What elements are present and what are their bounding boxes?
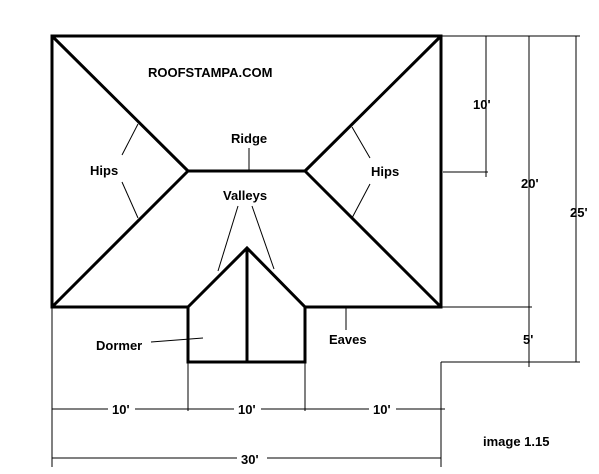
site-title: ROOFSTAMPA.COM bbox=[148, 65, 272, 80]
hips-right-leader-bottom bbox=[351, 183, 371, 219]
dim-label-10-bottom-left: 10' bbox=[112, 402, 130, 417]
main-roof-outline bbox=[50, 34, 443, 309]
caption: image 1.15 bbox=[483, 434, 550, 449]
dim-label-bg-total bbox=[237, 450, 267, 466]
label-ridge: Ridge bbox=[231, 131, 267, 146]
dim-label-bg-mid bbox=[234, 401, 261, 417]
label-valleys: Valleys bbox=[223, 188, 267, 203]
hip-line-top-right bbox=[303, 34, 443, 173]
label-eaves: Eaves bbox=[329, 332, 367, 347]
hip-line-bottom-right bbox=[303, 169, 443, 309]
dormer-leader bbox=[150, 337, 204, 343]
hips-left-leader-top bbox=[121, 123, 139, 156]
dormer-outline bbox=[186, 245, 307, 364]
dim-label-bg-left bbox=[108, 401, 135, 417]
dim-label-20: 20' bbox=[521, 176, 539, 191]
hip-line-bottom-left bbox=[50, 169, 190, 309]
dim-label-10-bottom-mid: 10' bbox=[238, 402, 256, 417]
dim-label-bg-right bbox=[369, 401, 396, 417]
label-dormer: Dormer bbox=[96, 338, 142, 353]
hips-left-leader-bottom bbox=[121, 181, 139, 219]
label-hips-right: Hips bbox=[371, 164, 399, 179]
dim-label-10-right: 10' bbox=[473, 97, 491, 112]
dim-label-10-bottom-right: 10' bbox=[373, 402, 391, 417]
valleys-leader-right bbox=[251, 205, 275, 270]
dim-label-25: 25' bbox=[570, 205, 588, 220]
hips-right-leader-top bbox=[351, 126, 371, 159]
label-hips-left: Hips bbox=[90, 163, 118, 178]
dim-label-30: 30' bbox=[241, 452, 259, 467]
dim-label-5: 5' bbox=[523, 332, 533, 347]
valleys-leader-left bbox=[217, 205, 239, 272]
hip-line-top-left bbox=[50, 34, 190, 173]
